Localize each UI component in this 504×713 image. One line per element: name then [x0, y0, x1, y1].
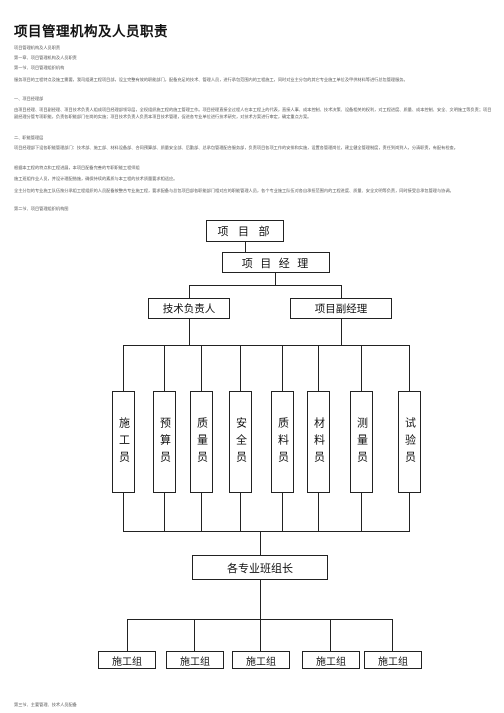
org-node-staff: 施工员 — [112, 391, 135, 493]
paragraph: 由项目经理、项目副经理、项目技术负责人组成项目经理部领导层，全权组织施工程的施工… — [14, 107, 492, 120]
paragraph: 施工班组作业人员，并设计理配措施，确保持续的素质与本工程的技术质量要求相适应。 — [14, 176, 178, 181]
paragraph: 服务项目的工程特点及施工需要，我司组建工程项目部，设立完整有效的职能部门，配备充… — [14, 77, 408, 82]
connector — [164, 493, 165, 531]
connector — [260, 619, 261, 651]
connector — [318, 345, 319, 391]
connector — [240, 345, 241, 391]
org-node-staff: 测量员 — [350, 391, 373, 493]
connector — [164, 345, 165, 391]
paragraph: 项目经理部下设各职能管理部门：技术部、施工部、材料设备部、合同预算部、质量安全部… — [14, 145, 458, 150]
connector — [201, 345, 202, 391]
connector — [260, 580, 261, 619]
staff-label: 测量员 — [355, 416, 369, 468]
connector — [189, 285, 190, 298]
org-node-staff: 质量员 — [190, 391, 213, 493]
org-node-staff: 试验员 — [398, 391, 421, 493]
staff-label: 质量员 — [195, 416, 209, 468]
org-node-staff: 材料员 — [307, 391, 330, 493]
connector — [194, 619, 195, 651]
org-node-deputy-manager: 项目副经理 — [290, 298, 392, 319]
org-node-staff: 质料员 — [271, 391, 294, 493]
connector — [127, 619, 128, 651]
staff-label: 施工员 — [117, 416, 131, 468]
connector — [341, 285, 342, 298]
connector — [127, 619, 392, 620]
paragraph: 项目管理机构及人员职责 — [14, 45, 61, 50]
section-heading: 第三节、主要管理、技术人员配备 — [14, 702, 77, 707]
connector — [282, 345, 283, 391]
org-node-team: 施工组 — [166, 651, 224, 669]
connector — [123, 531, 410, 532]
staff-label: 试验员 — [403, 416, 417, 468]
connector — [330, 619, 331, 651]
connector — [282, 493, 283, 531]
connector — [240, 493, 241, 531]
connector — [275, 273, 276, 285]
connector — [123, 345, 124, 391]
connector — [361, 493, 362, 531]
connector — [409, 493, 410, 531]
org-node-team: 施工组 — [232, 651, 290, 669]
connector — [361, 345, 362, 391]
connector — [189, 319, 190, 345]
paragraph: 全主分包的专业施工队伍按分承组工程组织的人员配备按整合专业施工程，要求配备与总包… — [14, 188, 454, 193]
staff-label: 预算员 — [158, 416, 172, 468]
org-node-team: 施工组 — [364, 651, 422, 669]
connector — [260, 531, 261, 555]
staff-label: 质料员 — [276, 416, 290, 468]
paragraph: 二、职能管理层 — [14, 135, 44, 140]
paragraph: 第二节、项目管理组织机构图 — [14, 206, 69, 211]
org-node-staff: 安全员 — [229, 391, 252, 493]
org-node-team: 施工组 — [302, 651, 360, 669]
org-node-staff: 预算员 — [153, 391, 176, 493]
connector — [318, 493, 319, 531]
paragraph: 根据本工程的特点和工程进展，本项目配备完善的专职职能工程师组 — [14, 165, 140, 170]
document-title: 项目管理机构及人员职责 — [14, 24, 168, 40]
connector — [341, 319, 342, 345]
staff-label: 材料员 — [312, 416, 326, 468]
org-node-tech-lead: 技术负责人 — [148, 298, 230, 319]
connector — [245, 242, 246, 252]
org-node-project-manager: 项 目 经 理 — [222, 252, 330, 273]
org-node-team-leaders: 各专业班组长 — [192, 555, 328, 580]
paragraph: 第一章、项目管理机构及人员职责 — [14, 55, 77, 60]
connector — [123, 493, 124, 531]
connector — [409, 345, 410, 391]
paragraph: 第一节、项目管理组织机构 — [14, 65, 65, 70]
connector — [189, 285, 341, 286]
connector — [201, 493, 202, 531]
staff-label: 安全员 — [234, 416, 248, 468]
org-node-team: 施工组 — [98, 651, 156, 669]
paragraph: 一、项目经理部 — [14, 96, 44, 101]
org-node-project-dept: 项 目 部 — [206, 220, 284, 242]
connector — [392, 619, 393, 651]
connector — [123, 345, 409, 346]
